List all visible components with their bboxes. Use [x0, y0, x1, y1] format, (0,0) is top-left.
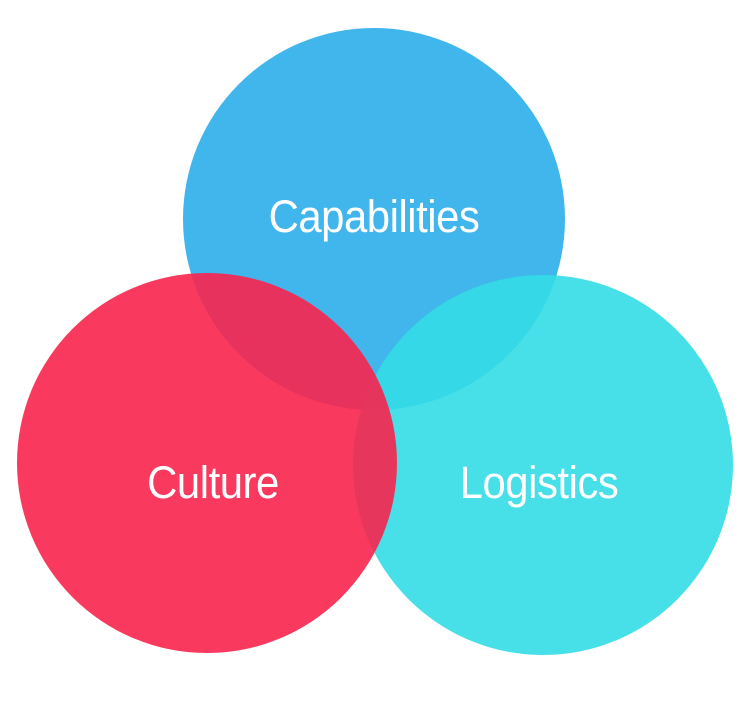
capabilities-label: Capabilities: [268, 191, 480, 242]
logistics-label: Logistics: [459, 457, 619, 508]
logistics-circle: [353, 275, 733, 655]
culture-label: Culture: [147, 457, 279, 508]
culture-circle: [17, 273, 397, 653]
